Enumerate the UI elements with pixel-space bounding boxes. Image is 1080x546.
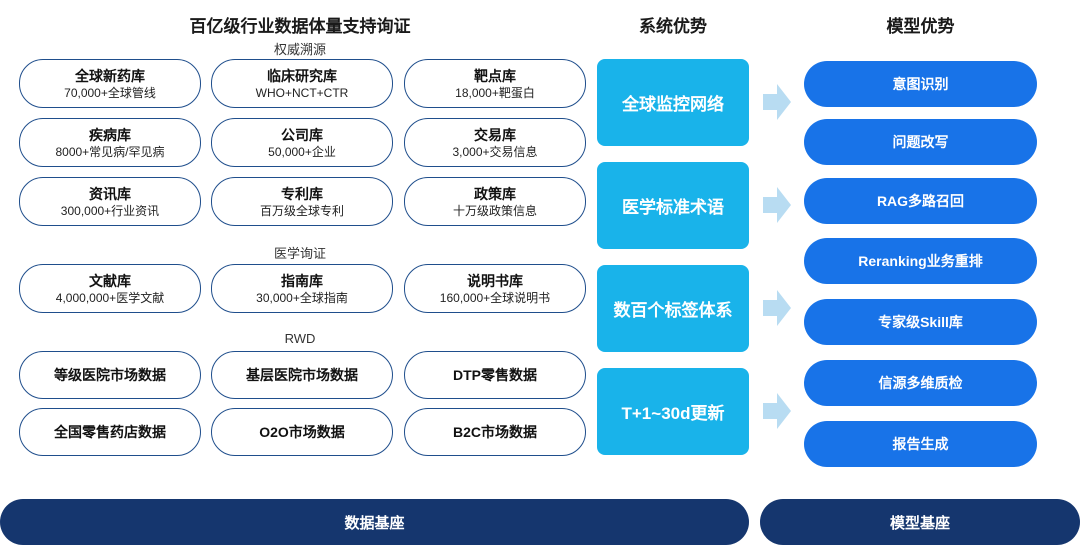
db-card-title: 资讯库	[89, 185, 131, 202]
arrow-right-icon	[763, 187, 791, 223]
db-card-target[interactable]: 靶点库 18,000+靶蛋白	[404, 59, 586, 108]
db-card-subtitle: 50,000+企业	[268, 144, 336, 159]
db-card-subtitle: 30,000+全球指南	[256, 290, 348, 305]
rwd-card-o2o[interactable]: O2O市场数据	[211, 408, 393, 456]
system-item-update[interactable]: T+1~30d更新	[597, 368, 749, 455]
db-card-company[interactable]: 公司库 50,000+企业	[211, 118, 393, 167]
system-item-monitoring[interactable]: 全球监控网络	[597, 59, 749, 146]
rwd-card-title: DTP零售数据	[453, 367, 537, 383]
model-item-intent[interactable]: 意图识别	[804, 61, 1037, 107]
section-label-authority: 权威溯源	[273, 42, 326, 57]
model-base-bar: 模型基座	[760, 499, 1080, 545]
db-card-title: 全球新药库	[75, 67, 145, 84]
rwd-card-title: 基层医院市场数据	[246, 367, 358, 383]
db-card-guideline[interactable]: 指南库 30,000+全球指南	[211, 264, 393, 313]
db-card-subtitle: 4,000,000+医学文献	[55, 290, 165, 305]
db-card-subtitle: WHO+NCT+CTR	[255, 85, 349, 100]
db-card-clinical[interactable]: 临床研究库 WHO+NCT+CTR	[211, 59, 393, 108]
rwd-card-dtp[interactable]: DTP零售数据	[404, 351, 586, 399]
data-title: 百亿级行业数据体量支持询证	[189, 17, 411, 36]
model-title: 模型优势	[886, 17, 955, 36]
model-item-skill[interactable]: 专家级Skill库	[804, 299, 1037, 345]
db-card-subtitle: 18,000+靶蛋白	[455, 85, 535, 100]
db-card-label[interactable]: 说明书库 160,000+全球说明书	[404, 264, 586, 313]
db-card-disease[interactable]: 疾病库 8000+常见病/罕见病	[19, 118, 201, 167]
db-card-new-drugs[interactable]: 全球新药库 70,000+全球管线	[19, 59, 201, 108]
model-item-reranking[interactable]: Reranking业务重排	[804, 238, 1037, 284]
db-card-literature[interactable]: 文献库 4,000,000+医学文献	[19, 264, 201, 313]
rwd-card-title: O2O市场数据	[259, 424, 345, 440]
rwd-card-primary-hospital[interactable]: 基层医院市场数据	[211, 351, 393, 399]
db-card-title: 疾病库	[89, 126, 131, 143]
db-card-subtitle: 8000+常见病/罕见病	[55, 144, 165, 159]
db-card-title: 政策库	[474, 185, 516, 202]
db-card-title: 交易库	[474, 126, 516, 143]
model-item-quality[interactable]: 信源多维质检	[804, 360, 1037, 406]
rwd-card-b2c[interactable]: B2C市场数据	[404, 408, 586, 456]
db-card-policy[interactable]: 政策库 十万级政策信息	[404, 177, 586, 226]
section-label-medical: 医学询证	[273, 246, 326, 261]
db-card-subtitle: 百万级全球专利	[259, 203, 344, 218]
section-label-rwd: RWD	[284, 331, 316, 346]
db-card-title: 指南库	[281, 272, 323, 289]
arrow-right-icon	[763, 393, 791, 429]
db-card-title: 专利库	[281, 185, 323, 202]
db-card-title: 文献库	[89, 272, 131, 289]
db-card-subtitle: 十万级政策信息	[452, 203, 537, 218]
model-item-report[interactable]: 报告生成	[804, 421, 1037, 467]
db-card-deal[interactable]: 交易库 3,000+交易信息	[404, 118, 586, 167]
arrow-right-icon	[763, 84, 791, 120]
db-card-title: 公司库	[281, 126, 323, 143]
rwd-card-graded-hospital[interactable]: 等级医院市场数据	[19, 351, 201, 399]
db-card-subtitle: 3,000+交易信息	[452, 144, 538, 159]
arrow-right-icon	[763, 290, 791, 326]
data-base-bar: 数据基座	[0, 499, 749, 545]
db-card-subtitle: 70,000+全球管线	[64, 85, 156, 100]
system-item-tag-system[interactable]: 数百个标签体系	[597, 265, 749, 352]
rwd-card-retail-pharmacy[interactable]: 全国零售药店数据	[19, 408, 201, 456]
model-item-rewrite[interactable]: 问题改写	[804, 119, 1037, 165]
rwd-card-title: 等级医院市场数据	[54, 367, 166, 383]
system-item-terminology[interactable]: 医学标准术语	[597, 162, 749, 249]
db-card-title: 说明书库	[467, 272, 523, 289]
rwd-card-title: 全国零售药店数据	[54, 424, 166, 440]
db-card-subtitle: 160,000+全球说明书	[439, 290, 551, 305]
rwd-card-title: B2C市场数据	[452, 424, 537, 440]
db-card-title: 靶点库	[474, 67, 516, 84]
db-card-title: 临床研究库	[267, 67, 337, 84]
model-item-rag[interactable]: RAG多路召回	[804, 178, 1037, 224]
system-title: 系统优势	[639, 17, 707, 36]
db-card-subtitle: 300,000+行业资讯	[60, 203, 160, 218]
db-card-news[interactable]: 资讯库 300,000+行业资讯	[19, 177, 201, 226]
db-card-patent[interactable]: 专利库 百万级全球专利	[211, 177, 393, 226]
